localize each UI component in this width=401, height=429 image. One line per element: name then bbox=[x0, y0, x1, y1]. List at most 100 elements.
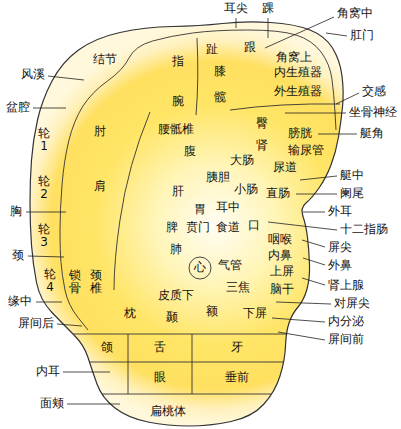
region-label: 颈 bbox=[12, 249, 24, 262]
region-label: 肾 bbox=[256, 139, 268, 152]
region-label: 肛门 bbox=[350, 29, 374, 42]
lobe-grid-line bbox=[60, 394, 300, 395]
region-label: 腰骶椎 bbox=[158, 123, 194, 136]
region-label: 尿道 bbox=[273, 161, 297, 174]
region-label: 风溪 bbox=[21, 68, 45, 81]
leader-line bbox=[57, 324, 82, 326]
region-label: 锁骨 bbox=[69, 269, 81, 295]
region-label: 颞 bbox=[166, 311, 178, 324]
region-label: 臀 bbox=[256, 117, 268, 130]
lobe-grid-line bbox=[60, 362, 300, 363]
leader-line bbox=[318, 134, 357, 135]
region-label: 外鼻 bbox=[328, 259, 352, 272]
region-label: 输尿管 bbox=[288, 144, 324, 157]
heart-circle bbox=[189, 257, 211, 279]
region-label: 贲门 bbox=[186, 221, 210, 234]
region-label: 阑尾 bbox=[340, 187, 364, 200]
region-label: 艇中 bbox=[340, 169, 364, 182]
region-label: 颈椎 bbox=[90, 269, 102, 295]
region-label: 屏尖 bbox=[328, 241, 352, 254]
region-label: 屏间前 bbox=[328, 333, 364, 346]
leader-line bbox=[265, 17, 334, 48]
region-label: 皮质下 bbox=[158, 289, 194, 302]
leader-line bbox=[268, 222, 337, 230]
region-label: 大肠 bbox=[230, 154, 254, 167]
region-label: 轮2 bbox=[38, 175, 50, 201]
region-label: 气管 bbox=[218, 259, 242, 272]
leader-line bbox=[278, 332, 325, 340]
region-label: 脾 bbox=[166, 221, 178, 234]
region-label: 颌 bbox=[101, 341, 113, 354]
region-label: 角窝中 bbox=[337, 7, 373, 20]
region-label: 对屏尖 bbox=[334, 297, 370, 310]
region-label: 肾上腺 bbox=[328, 279, 364, 292]
region-label: 肝 bbox=[172, 185, 184, 198]
leader-line bbox=[303, 258, 325, 265]
leader-line bbox=[36, 302, 62, 303]
region-label: 盆腔 bbox=[6, 101, 30, 114]
leader-line bbox=[67, 404, 120, 405]
region-label: 耳中 bbox=[216, 201, 240, 214]
region-label: 腹 bbox=[184, 145, 196, 158]
region-label: 指 bbox=[172, 55, 184, 68]
region-label: 内分泌 bbox=[328, 315, 364, 328]
region-label: 轮4 bbox=[44, 268, 56, 294]
lobe-grid-line bbox=[192, 334, 193, 394]
leader-line bbox=[276, 302, 331, 304]
leader-line bbox=[285, 113, 346, 114]
region-label: 内鼻 bbox=[268, 249, 292, 262]
region-label: 胰胆 bbox=[206, 171, 230, 184]
lobe-grid-line bbox=[60, 334, 300, 335]
region-label: 交感 bbox=[362, 85, 386, 98]
helix-inner-line bbox=[60, 30, 336, 330]
region-label: 腕 bbox=[172, 95, 184, 108]
scapha-line bbox=[114, 112, 150, 290]
region-label: 额 bbox=[206, 305, 218, 318]
inferior-crus-line bbox=[230, 104, 340, 110]
leader-line bbox=[302, 278, 325, 285]
region-label: 耳尖 bbox=[224, 2, 248, 15]
region-label: 肺 bbox=[170, 243, 182, 256]
leader-line bbox=[236, 18, 237, 28]
region-label: 眼 bbox=[154, 371, 166, 384]
region-label: 缘中 bbox=[8, 295, 32, 308]
leader-line bbox=[63, 372, 110, 373]
region-label: 结节 bbox=[93, 53, 117, 66]
region-label: 三焦 bbox=[226, 281, 250, 294]
lobe-grid-line bbox=[128, 334, 129, 394]
region-label: 肘 bbox=[94, 125, 106, 138]
region-label: 垂前 bbox=[225, 371, 249, 384]
region-label: 轮1 bbox=[38, 127, 50, 153]
region-label: 十二指肠 bbox=[340, 223, 388, 236]
region-label: 扁桃体 bbox=[150, 405, 186, 418]
region-label: 胸 bbox=[10, 205, 22, 218]
leader-line bbox=[302, 240, 325, 247]
region-label: 艇角 bbox=[360, 127, 384, 140]
crus-line bbox=[196, 38, 198, 115]
region-label: 心 bbox=[194, 261, 206, 274]
region-label: 肩 bbox=[94, 180, 106, 193]
region-label: 直肠 bbox=[266, 187, 290, 200]
region-label: 内耳 bbox=[36, 365, 60, 378]
region-label: 轮3 bbox=[38, 223, 50, 249]
leader-line bbox=[326, 33, 347, 36]
region-label: 膝 bbox=[214, 65, 226, 78]
leader-line bbox=[28, 256, 64, 257]
leader-line bbox=[48, 76, 84, 80]
leader-line bbox=[33, 108, 66, 109]
leader-line bbox=[268, 18, 269, 38]
region-label: 脑干 bbox=[270, 283, 294, 296]
region-label: 枕 bbox=[124, 307, 136, 320]
leader-line bbox=[26, 212, 66, 213]
region-label: 小肠 bbox=[234, 183, 258, 196]
region-label: 上屏 bbox=[270, 265, 294, 278]
leader-line bbox=[272, 318, 325, 322]
region-label: 膀胱 bbox=[288, 127, 312, 140]
region-label: 食道 bbox=[216, 221, 240, 234]
region-label: 内生殖器 bbox=[274, 66, 322, 79]
region-label: 趾 bbox=[206, 43, 218, 56]
leader-line bbox=[303, 212, 325, 213]
region-label: 髋 bbox=[214, 91, 226, 104]
region-label: 跟 bbox=[244, 41, 256, 54]
